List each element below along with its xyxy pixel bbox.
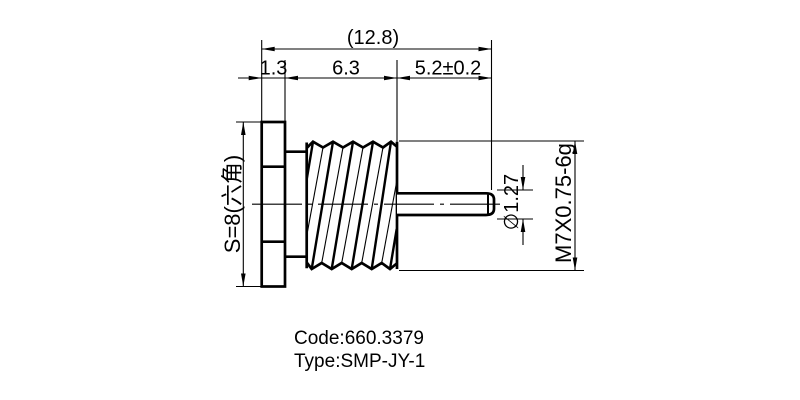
dim-pin-diameter-label: ∅1.27 (501, 174, 523, 230)
arrow-up-icon (520, 219, 526, 232)
arrow-right-icon (478, 46, 492, 52)
arrow-right-icon (478, 75, 492, 81)
dim-thread-length-label: 6.3 (332, 58, 360, 80)
dim-overall-label: (12.8) (347, 27, 399, 49)
arrow-up-icon (241, 122, 246, 135)
dim-segment-row: 1.3 6.3 5.2±0.2 (238, 40, 493, 190)
arrow-down-icon (572, 257, 578, 271)
dim-overall-length: (12.8) (261, 27, 492, 52)
dim-hex-size-label: S=8(六角) (220, 155, 245, 253)
arrow-left-icon (285, 75, 298, 81)
arrow-left-icon (397, 75, 410, 81)
arrow-left-icon (261, 46, 275, 52)
footer-notes: Code:660.3379 Type:SMP-JY-1 (294, 328, 425, 372)
dim-hex-size: S=8(六角) (220, 121, 261, 288)
arrow-up-icon (572, 141, 578, 154)
step-section (285, 150, 307, 259)
dim-thread-spec: M7X0.75-6g (399, 140, 584, 272)
arrow-right-icon (248, 75, 262, 81)
thread-section (305, 139, 399, 271)
dim-thread-spec-label: M7X0.75-6g (551, 143, 576, 263)
dim-pin-diameter: ∅1.27 (497, 165, 533, 245)
arrow-down-icon (520, 177, 526, 190)
dim-pin-length-label: 5.2±0.2 (415, 58, 482, 80)
arrow-down-icon (241, 273, 246, 287)
arrow-right-icon (384, 75, 397, 81)
part-code: Code:660.3379 (294, 328, 424, 349)
part-type: Type:SMP-JY-1 (294, 351, 425, 372)
dim-flange-width-label: 1.3 (260, 58, 288, 80)
connector-outline (260, 120, 496, 288)
